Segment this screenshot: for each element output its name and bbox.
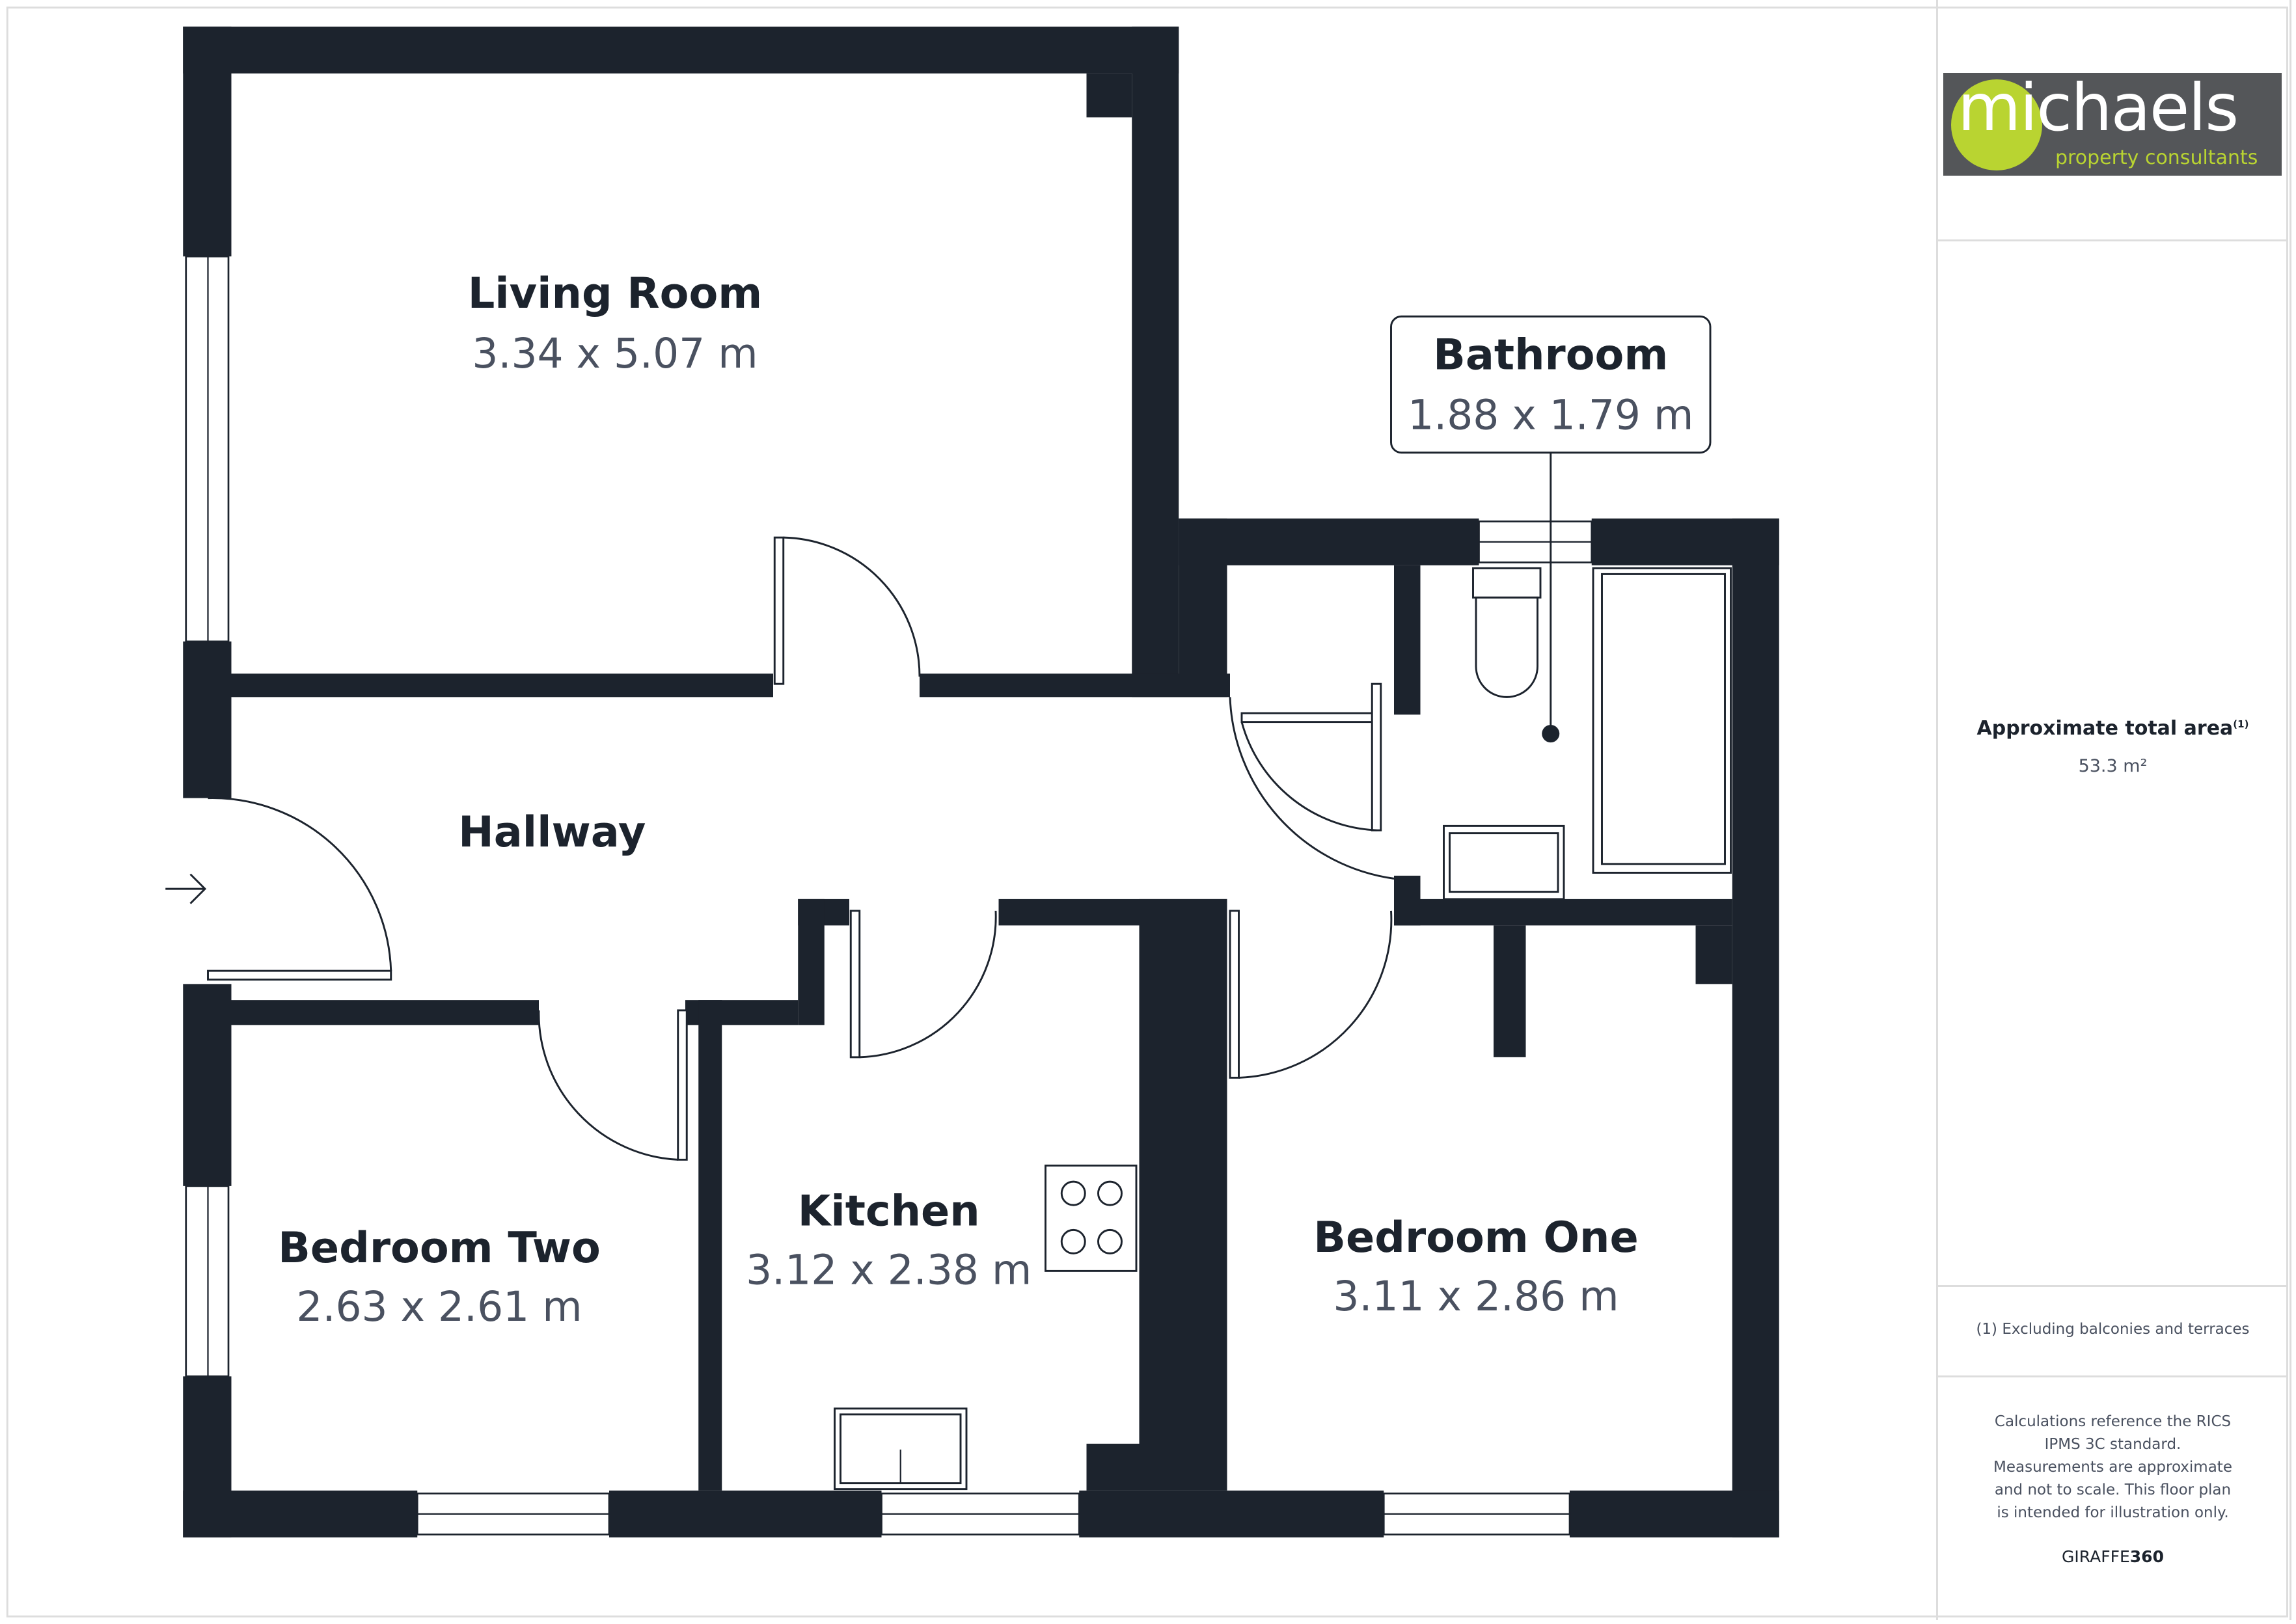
fixtures [834,567,1732,1491]
room-name-living: Living Room [468,269,763,318]
credit-light: GIRAFFE [2062,1547,2130,1566]
room-dims-kitchen: 3.12 x 2.38 m [746,1247,1032,1294]
logo-text: michaels [1958,73,2239,146]
room-dims-bathroom: 1.88 x 1.79 m [1408,392,1693,439]
bathroom-label-callout [1390,315,1712,743]
windows [185,255,1593,1536]
logo-circle [1951,79,2042,170]
room-name-bedroom-two: Bedroom Two [278,1223,601,1273]
room-name-kitchen: Kitchen [798,1187,980,1236]
footnote: (1) Excluding balconies and terraces [1976,1321,2250,1338]
footnote-mark: (1) [2233,718,2249,730]
credit: GIRAFFE360 [1938,1547,2288,1566]
divider [1938,239,2288,241]
brand-logo: michaels property consultants [1943,73,2282,176]
divider [1938,1375,2288,1377]
divider [1938,1285,2288,1287]
room-dims-living: 3.34 x 5.07 m [472,330,758,377]
area-value: 53.3 m² [2078,756,2148,776]
area-label: Approximate total area(1) [1938,717,2288,740]
info-panel [1936,0,2291,1620]
room-name-bedroom-one: Bedroom One [1313,1213,1638,1262]
disclaimer: Calculations reference the RICS IPMS 3C … [1993,1413,2232,1521]
area-label-text: Approximate total area [1976,717,2234,740]
room-name-hallway: Hallway [458,807,646,857]
room-dims-bedroom-two: 2.63 x 2.61 m [296,1283,582,1331]
room-name-bathroom: Bathroom [1433,330,1668,379]
walls [183,26,1779,1537]
doors [165,536,1395,1161]
logo-subtitle: property consultants [2055,146,2258,169]
room-dims-bedroom-one: 3.11 x 2.86 m [1333,1273,1619,1320]
credit-bold: 360 [2129,1547,2164,1566]
